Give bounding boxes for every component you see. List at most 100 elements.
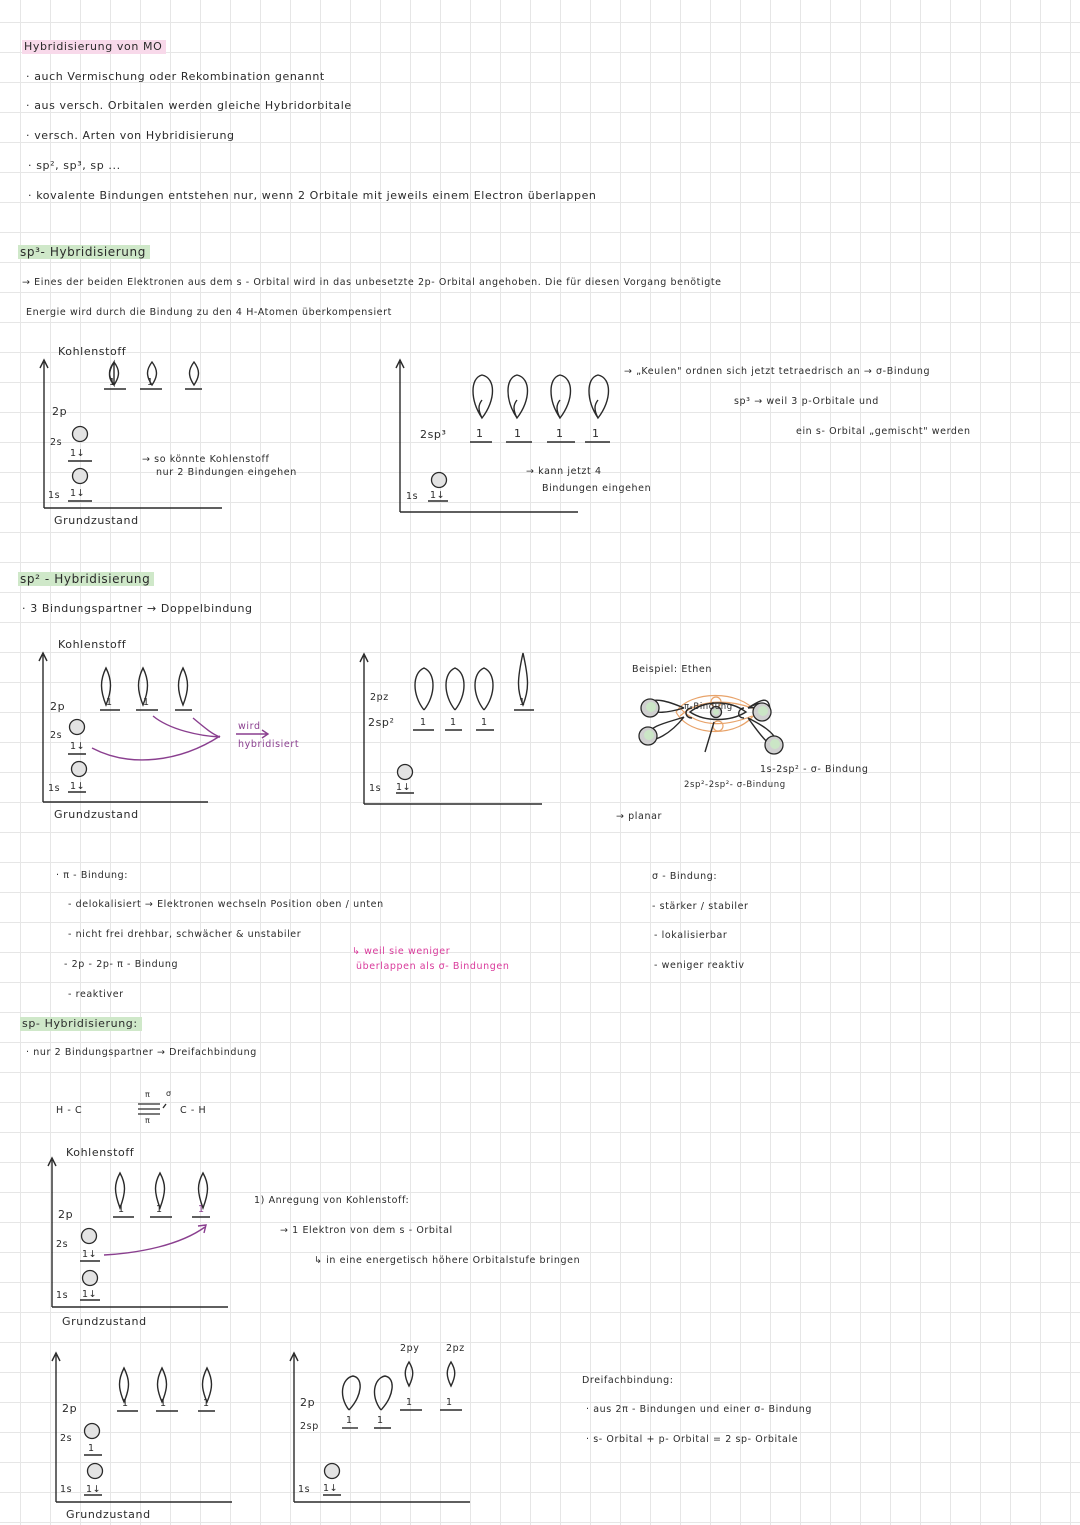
diagram-note: → kann jetzt 4 [526, 466, 602, 477]
sigma-label: σ [166, 1089, 172, 1098]
level-label-2s: 2s [50, 437, 63, 448]
formula-left: H - C [56, 1105, 83, 1116]
pi-label: π [145, 1116, 151, 1125]
notes-title: Dreifachbindung: [582, 1375, 674, 1386]
annotation-note: überlappen als σ- Bindungen [356, 961, 510, 972]
electron-pair: 1↓ [70, 448, 86, 459]
level-label-1s: 1s [369, 783, 382, 794]
sp2-bullet: · 3 Bindungspartner → Doppelbindung [22, 602, 253, 615]
electron-pair: 1↓ [323, 1483, 339, 1494]
electron-pair: 1↓ [430, 490, 446, 501]
section-title-sp3: sp³- Hybridisierung [18, 245, 150, 259]
electron-count: 1 [377, 1415, 384, 1426]
level-label-2p: 2p [62, 1402, 78, 1415]
diagram-title: Kohlenstoff [58, 345, 127, 358]
notes-line: · s- Orbital + p- Orbital = 2 sp- Orbita… [586, 1434, 799, 1445]
electron-pair: 1↓ [82, 1249, 98, 1260]
electron-count: 1 [122, 1398, 129, 1409]
electron-pair: 1↓ [396, 782, 412, 793]
electron-count: 1 [519, 697, 526, 708]
level-label-1s: 1s [48, 490, 61, 501]
electron-count: 1 [88, 1443, 95, 1454]
electron-pair: 1↓ [70, 488, 86, 499]
electron-count: 1 [106, 697, 113, 708]
electron-count: 1 [592, 427, 600, 440]
diagram-note: → so könnte Kohlenstoff [142, 454, 270, 465]
electron-count: 1 [203, 1398, 210, 1409]
intro-bullet: · aus versch. Orbitalen werden gleiche H… [26, 99, 352, 112]
sp3-note: → „Keulen" ordnen sich jetzt tetraedrisc… [624, 366, 931, 377]
step-line: → 1 Elektron von dem s - Orbital [280, 1225, 453, 1236]
level-label-2sp: 2sp [300, 1421, 319, 1432]
electron-count: 1 [109, 377, 116, 388]
level-label-2s: 2s [60, 1433, 73, 1444]
formula-right: C - H [180, 1105, 207, 1116]
electron-count: 1 [198, 1204, 205, 1215]
level-label-2p: 2p [52, 405, 68, 418]
intro-bullet: · versch. Arten von Hybridisierung [26, 129, 235, 142]
list-title: · π - Bindung: [56, 870, 129, 881]
diagram-caption: Grundzustand [62, 1315, 147, 1328]
list-item: - stärker / stabiler [652, 901, 749, 912]
level-label-2pz: 2pz [446, 1343, 465, 1354]
section-title-sp: sp- Hybridisierung: [20, 1017, 142, 1031]
intro-bullet: · sp², sp³, sp ... [28, 159, 121, 172]
diagram-caption: Grundzustand [54, 808, 139, 821]
intro-bullet: · auch Vermischung oder Rekombination ge… [26, 70, 325, 83]
level-label-2p: 2p [58, 1208, 74, 1221]
list-item: - 2p - 2p- π - Bindung [64, 959, 179, 970]
electron-count: 1 [450, 717, 457, 728]
level-label-2s: 2s [50, 730, 63, 741]
diagram-note: Bindungen eingehen [542, 483, 652, 494]
electron-count: 1 [156, 1204, 163, 1215]
list-item: - nicht frei drehbar, schwächer & unstab… [68, 929, 302, 940]
sp3-note: ein s- Orbital „gemischt" werden [796, 426, 971, 437]
pi-bond-label: π-Bindung [684, 702, 733, 712]
section-title-sp2: sp² - Hybridisierung [18, 572, 155, 586]
electron-pair: 1↓ [86, 1484, 102, 1495]
electron-count: 1 [446, 1397, 453, 1408]
electron-count: 1 [346, 1415, 353, 1426]
level-label-2s: 2s [56, 1239, 69, 1250]
electron-count: 1 [147, 377, 154, 388]
electron-pair: 1↓ [82, 1289, 98, 1300]
notes-line: · aus 2π - Bindungen und einer σ- Bindun… [586, 1404, 812, 1415]
diagram-title: Kohlenstoff [66, 1146, 135, 1159]
diagram-title: Kohlenstoff [58, 638, 127, 651]
electron-count: 1 [476, 427, 484, 440]
diagram-caption: Grundzustand [54, 514, 139, 527]
arrow-label: hybridisiert [238, 739, 300, 750]
list-item: - lokalisierbar [654, 930, 728, 941]
sp-bullet: · nur 2 Bindungspartner → Dreifachbindun… [26, 1047, 257, 1058]
sp3-note: sp³ → weil 3 p-Orbitale und [734, 396, 879, 407]
electron-count: 1 [118, 1204, 125, 1215]
list-item: - weniger reaktiv [654, 960, 745, 971]
step-title: 1) Anregung von Kohlenstoff: [254, 1195, 410, 1206]
level-label-2py: 2py [400, 1343, 420, 1354]
level-label-2sp2: 2sp² [368, 716, 395, 729]
level-label-2p: 2p [50, 700, 66, 713]
diagram-note: nur 2 Bindungen eingehen [156, 467, 297, 478]
pi-label: π [145, 1090, 151, 1099]
sp3-explanation-line: → Eines der beiden Elektronen aus dem s … [22, 277, 722, 288]
example-title: Beispiel: Ethen [632, 664, 712, 675]
level-label-2pz: 2pz [370, 692, 389, 703]
level-label-2sp3: 2sp³ [420, 428, 447, 441]
sp3-explanation-line: Energie wird durch die Bindung zu den 4 … [26, 307, 392, 318]
level-label-1s: 1s [60, 1484, 73, 1495]
page-title: Hybridisierung von MO [22, 40, 167, 54]
list-title: σ - Bindung: [652, 871, 718, 882]
electron-count: 1 [143, 697, 150, 708]
level-label-1s: 1s [56, 1290, 69, 1301]
sigma-cc-label: 2sp²-2sp²- σ-Bindung [684, 780, 786, 790]
electron-count: 1 [420, 717, 427, 728]
